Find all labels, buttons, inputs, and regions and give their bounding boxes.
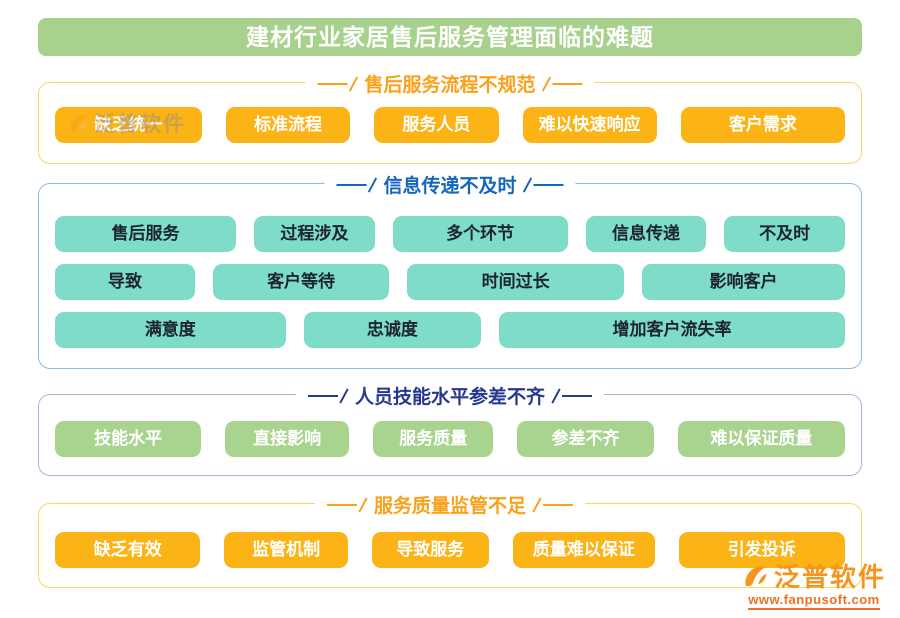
title-decoration-right [532, 496, 574, 513]
tag-chip: 直接影响 [225, 421, 350, 457]
section-title-text: 售后服务流程不规范 [364, 75, 536, 96]
tag-chip: 缺乏统一 [55, 107, 202, 143]
tag-chip: 缺乏有效 [55, 532, 201, 568]
tag-chip: 过程涉及 [254, 216, 375, 252]
title-decoration-left [317, 75, 359, 92]
tag-chip: 满意度 [55, 312, 286, 348]
tag-chip: 导致 [55, 264, 195, 300]
section-title: 信息传递不及时 [324, 171, 576, 198]
chip-rows: 技能水平直接影响服务质量参差不齐难以保证质量 [39, 395, 861, 475]
section-title: 服务质量监管不足 [314, 491, 586, 518]
tag-chip: 标准流程 [225, 107, 351, 143]
section-quality-supervision: 服务质量监管不足 缺乏有效监管机制导致服务质量难以保证引发投诉 [38, 491, 862, 588]
section-service-process: 售后服务流程不规范 缺乏统一标准流程服务人员难以快速响应客户需求 [38, 70, 862, 164]
tag-chip: 不及时 [724, 216, 845, 252]
chip-row: 售后服务过程涉及多个环节信息传递不及时 [55, 216, 845, 252]
tag-chip: 增加客户流失率 [499, 312, 845, 348]
chip-rows: 售后服务过程涉及多个环节信息传递不及时导致客户等待时间过长影响客户满意度忠诚度增… [39, 184, 861, 368]
tag-chip: 引发投诉 [678, 532, 845, 568]
tag-chip: 售后服务 [55, 216, 237, 252]
tag-chip: 质量难以保证 [512, 532, 655, 568]
tag-chip: 服务质量 [373, 421, 494, 457]
page-title: 建材行业家居售后服务管理面临的难题 [38, 18, 862, 56]
section-skill-level: 人员技能水平参差不齐 技能水平直接影响服务质量参差不齐难以保证质量 [38, 382, 862, 476]
fanpu-logo-icon [745, 565, 767, 586]
tag-chip: 多个环节 [392, 216, 568, 252]
section-title-text: 信息传递不及时 [383, 176, 517, 197]
title-decoration-right [551, 387, 593, 404]
title-decoration-left [326, 496, 368, 513]
tag-chip: 导致服务 [371, 532, 489, 568]
chip-row: 缺乏有效监管机制导致服务质量难以保证引发投诉 [55, 532, 845, 568]
tag-chip: 信息传递 [585, 216, 707, 252]
chip-row: 导致客户等待时间过长影响客户 [55, 264, 845, 300]
logo-url-link[interactable]: www.fanpusoft.com [748, 592, 880, 610]
tag-chip: 技能水平 [55, 421, 202, 457]
section-title: 售后服务流程不规范 [305, 70, 595, 97]
chip-rows: 缺乏有效监管机制导致服务质量难以保证引发投诉 [39, 504, 861, 587]
section-title: 人员技能水平参差不齐 [295, 382, 605, 409]
title-decoration-left [307, 387, 349, 404]
section-title-text: 服务质量监管不足 [373, 496, 527, 517]
tag-chip: 忠诚度 [303, 312, 482, 348]
tag-chip: 影响客户 [642, 264, 845, 300]
tag-chip: 客户等待 [212, 264, 390, 300]
logo-name: 泛普软件 [773, 562, 886, 592]
tag-chip: 难以快速响应 [522, 107, 657, 143]
title-decoration-right [522, 176, 564, 193]
title-decoration-right [541, 75, 583, 92]
tag-chip: 时间过长 [407, 264, 625, 300]
chip-rows: 缺乏统一标准流程服务人员难以快速响应客户需求 [39, 83, 861, 163]
tag-chip: 客户需求 [680, 107, 846, 143]
tag-chip: 参差不齐 [517, 421, 654, 457]
tag-chip: 服务人员 [374, 107, 499, 143]
title-decoration-left [336, 176, 378, 193]
fanpu-logo: 泛普软件 www.fanpusoft.com [742, 557, 886, 610]
tag-chip: 难以保证质量 [677, 421, 845, 457]
infographic-page: 建材行业家居售后服务管理面临的难题 售后服务流程不规范 缺乏统一标准流程服务人员… [0, 18, 900, 618]
chip-row: 技能水平直接影响服务质量参差不齐难以保证质量 [55, 421, 845, 457]
section-info-transfer: 信息传递不及时 售后服务过程涉及多个环节信息传递不及时导致客户等待时间过长影响客… [38, 171, 862, 369]
chip-row: 满意度忠诚度增加客户流失率 [55, 312, 845, 348]
tag-chip: 监管机制 [224, 532, 348, 568]
chip-row: 缺乏统一标准流程服务人员难以快速响应客户需求 [55, 107, 846, 143]
section-title-text: 人员技能水平参差不齐 [354, 387, 546, 408]
